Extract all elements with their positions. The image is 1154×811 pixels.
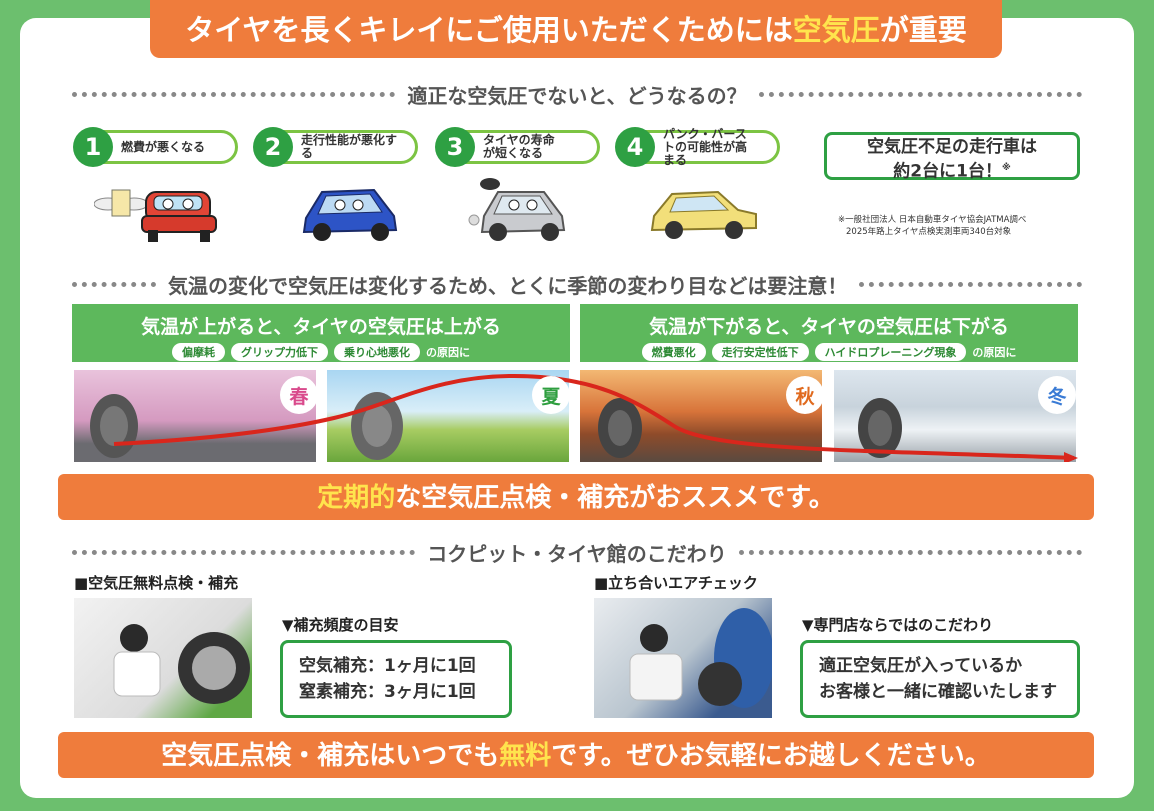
recommendation-text: な空気圧点検・補充がおススメです。 [395,483,835,513]
dotted-divider [72,550,416,555]
section-heading-commitment: コクピット・タイヤ館のこだわり [72,538,1082,567]
stat-line-2: 約2台に1台！※ [893,161,1011,182]
car-fuel-illustration [94,189,217,242]
dotted-divider [758,92,1083,97]
tag: グリップ力低下 [231,343,328,361]
effect-pill-3: 3 タイヤの寿命が短くなる [435,127,600,167]
section-heading-effects: 適正な空気圧でないと、どうなるの？ [72,80,1083,109]
effect-number: 3 [435,127,475,167]
free-service-text-pre: 空気圧点検・補充はいつでも [161,741,500,771]
banner-text-pre: タイヤを長くキレイにご使用いただくためには [185,13,793,47]
blue-car-icon [302,188,398,241]
tag: 走行安定性低下 [711,343,809,361]
banner-highlight: 空気圧 [792,13,880,47]
tag-suffix: の原因に [426,346,470,359]
dotted-divider [72,282,156,287]
footnote-line-2: 2025年路上タイヤ点検実測車両340台対象 [846,227,1012,237]
tag: ハイドロプレーニング現象 [814,343,967,361]
nitrogen-refill-line: 窒素補充：3ヶ月に1回 [299,682,476,702]
dotted-divider [72,92,396,97]
temperature-up-panel: 気温が上がると、タイヤの空気圧は上がる 偏摩耗 グリップ力低下 乗り心地悪化 の… [72,304,570,362]
staff-with-customer-photo [594,598,772,718]
section-title: 気温の変化で空気圧は変化するため、とくに季節の変わり目などは要注意！ [168,274,848,298]
footnote-line-1: ※一般社団法人 日本自動車タイヤ協会JATMA調べ [838,215,1027,225]
tag-suffix: の原因に [972,346,1017,359]
stat-footnote: ※一般社団法人 日本自動車タイヤ協会JATMA調べ 2025年路上タイヤ点検実測… [838,214,1026,238]
red-car-icon [141,191,217,242]
effect-number: 2 [253,127,293,167]
effect-pill-2: 2 走行性能が悪化する [253,127,418,167]
statistic-box: 空気圧不足の走行車は 約2台に1台！※ [824,132,1080,182]
header-banner: タイヤを長くキレイにご使用いただくためには空気圧が重要 [150,0,1002,58]
specialist-line-1: 適正空気圧が入っているか [819,656,1023,676]
tag: 乗り心地悪化 [334,343,420,361]
frequency-heading: ▼補充頻度の目安 [282,616,399,634]
yellow-car-icon [650,190,757,239]
specialist-line-2: お客様と一緒に確認いたします [819,682,1057,702]
dotted-divider [859,282,1082,287]
gray-car-icon [468,178,566,241]
section-title: コクピット・タイヤ館のこだわり [427,542,727,566]
recommendation-banner: 定期的な空気圧点検・補充がおススメです。 [58,474,1094,520]
pressure-trend-arrow [113,373,1078,462]
car-tire-life-illustration [468,178,566,241]
temperature-down-tags: 燃費悪化 走行安定性低下 ハイドロプレーニング現象 の原因に [580,343,1078,361]
effect-label: 燃費が悪くなる [121,139,206,154]
winter-scene [834,370,1076,462]
effect-number: 1 [73,127,113,167]
spring-scene [74,370,316,462]
staff-checking-tire-photo [74,598,252,718]
season-badge-spring: 春 [280,376,318,414]
effect-pill-4: 4 パンク・バーストの可能性が高まる [615,126,780,167]
free-service-banner: 空気圧点検・補充はいつでも無料です。ぜひお気軽にお越しください。 [58,732,1094,778]
dotted-divider [738,550,1082,555]
temperature-down-panel: 気温が下がると、タイヤの空気圧は下がる 燃費悪化 走行安定性低下 ハイドロプレー… [580,304,1078,362]
car-performance-illustration [302,188,398,241]
section-title: 適正な空気圧でないと、どうなるの？ [407,84,747,108]
free-service-highlight: 無料 [499,741,552,771]
tag: 燃費悪化 [641,343,706,361]
specialist-check-box: 適正空気圧が入っているか お客様と一緒に確認いたします [800,640,1080,718]
section-heading-temperature: 気温の変化で空気圧は変化するため、とくに季節の変わり目などは要注意！ [72,270,1082,299]
recommendation-highlight: 定期的 [317,483,396,513]
effect-label: タイヤの寿命が短くなる [483,133,555,160]
air-refill-line: 空気補充：1ヶ月に1回 [299,656,476,676]
temperature-up-title: 気温が上がると、タイヤの空気圧は上がる [141,316,501,338]
free-service-text-post: です。ぜひお気軽にお越しください。 [551,741,991,771]
car-puncture-illustration [650,190,757,239]
stat-line-1: 空気圧不足の走行車は [867,137,1037,157]
effect-number: 4 [615,127,655,167]
money-wings-icon [94,189,149,217]
witness-check-heading: ■立ち合いエアチェック [594,574,758,592]
banner-text-post: が重要 [879,13,967,47]
effect-label: パンク・バーストの可能性が高まる [663,126,748,167]
stat-mark: ※ [1001,163,1011,173]
season-badge-autumn: 秋 [786,376,824,414]
temperature-down-title: 気温が下がると、タイヤの空気圧は下がる [649,316,1009,338]
effect-pill-1: 1 燃費が悪くなる [73,127,238,167]
effect-label: 走行性能が悪化する [301,133,398,160]
refill-frequency-box: 空気補充：1ヶ月に1回 窒素補充：3ヶ月に1回 [280,640,512,718]
free-check-heading: ■空気圧無料点検・補充 [74,574,239,592]
season-badge-winter: 冬 [1038,376,1076,414]
season-badge-summer: 夏 [532,376,570,414]
tag: 偏摩耗 [172,343,225,361]
specialist-heading: ▼専門店ならではのこだわり [802,616,994,634]
temperature-up-tags: 偏摩耗 グリップ力低下 乗り心地悪化 の原因に [72,343,570,361]
